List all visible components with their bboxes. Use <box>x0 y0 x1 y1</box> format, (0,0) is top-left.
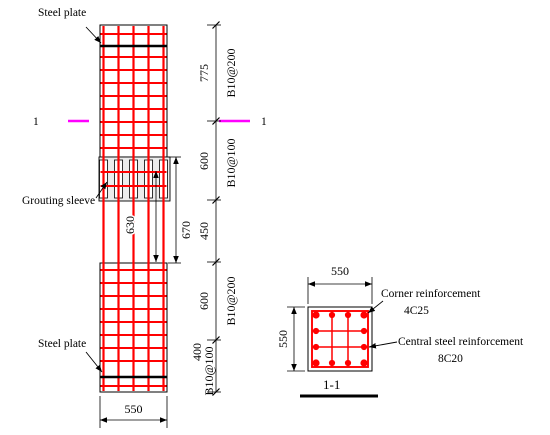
corner-bar <box>360 359 368 367</box>
central-bar <box>360 343 368 351</box>
section-cut-label-right: 1 <box>261 116 267 128</box>
corner-reinforcement-spec: 4C25 <box>404 305 429 317</box>
steel-plate-top-arrow <box>85 26 102 44</box>
corner-bar <box>360 311 368 319</box>
column-width-dimension: 550 <box>99 396 168 428</box>
height-dimension-chain: 775 600 450 600 400 B10@200 B10@100 B10@… <box>190 21 238 396</box>
section-cut-label-left: 1 <box>33 116 39 128</box>
dimension-text-width: 550 <box>125 402 143 416</box>
central-reinforcement-arrow <box>368 341 398 349</box>
dimension-tick <box>212 117 220 125</box>
dimension-text-600-upper: 600 <box>197 152 211 170</box>
column-elevation <box>98 24 171 393</box>
stirrup-spacing-sleeve: B10@100 <box>224 138 238 187</box>
grouting-sleeve-arrow <box>95 181 108 199</box>
dimension-text-450: 450 <box>197 222 211 240</box>
dimension-tick <box>212 196 220 204</box>
steel-plate-bottom-arrow <box>85 351 103 373</box>
dimension-text-775: 775 <box>197 64 211 82</box>
steel-plate-bottom-label: Steel plate <box>38 338 86 350</box>
dimension-tick <box>212 21 220 29</box>
corner-reinforcement-arrow <box>367 300 384 314</box>
section-title: 1-1 <box>323 377 340 392</box>
central-bars <box>312 311 368 367</box>
stirrup-spacing-top: B10@200 <box>224 48 238 97</box>
sleeve-630-dimension: 630 <box>122 171 159 262</box>
stirrup-spacing-lower: B10@200 <box>224 276 238 325</box>
dimension-tick <box>212 258 220 266</box>
grouting-sleeve-label: Grouting sleeve <box>22 195 95 207</box>
sleeve-670-dimension: 670 <box>168 156 193 264</box>
dimension-text-400: 400 <box>190 343 204 361</box>
dimension-tick <box>212 336 220 344</box>
dimension-text-670: 670 <box>179 221 193 239</box>
central-bar <box>328 311 336 319</box>
corner-bar <box>312 311 320 319</box>
central-bar <box>360 327 368 335</box>
stirrup-spacing-bottom: B10@100 <box>202 346 216 395</box>
section-outline <box>307 306 373 372</box>
dimension-text-600-lower: 600 <box>197 292 211 310</box>
section-height-text: 550 <box>276 330 290 348</box>
section-width-text: 550 <box>331 264 349 278</box>
section-stirrup <box>311 310 369 368</box>
section-1-1: 550 550 Corner reinforcement 4C25 Centra… <box>276 264 524 398</box>
corner-bar <box>312 359 320 367</box>
central-bar <box>312 327 320 335</box>
corner-bars <box>312 311 368 367</box>
central-bar <box>344 359 352 367</box>
central-reinforcement-spec: 8C20 <box>438 353 463 365</box>
central-reinforcement-label: Central steel reinforcement <box>398 336 524 348</box>
dimension-ticks <box>207 21 221 396</box>
central-bar <box>328 359 336 367</box>
dimension-text-630: 630 <box>123 216 137 234</box>
dimension-tick <box>212 388 220 396</box>
central-bar <box>344 311 352 319</box>
corner-reinforcement-label: Corner reinforcement <box>381 288 481 300</box>
central-bar <box>312 343 320 351</box>
longitudinal-bars <box>102 26 165 391</box>
steel-plate-top-label: Steel plate <box>38 7 86 19</box>
